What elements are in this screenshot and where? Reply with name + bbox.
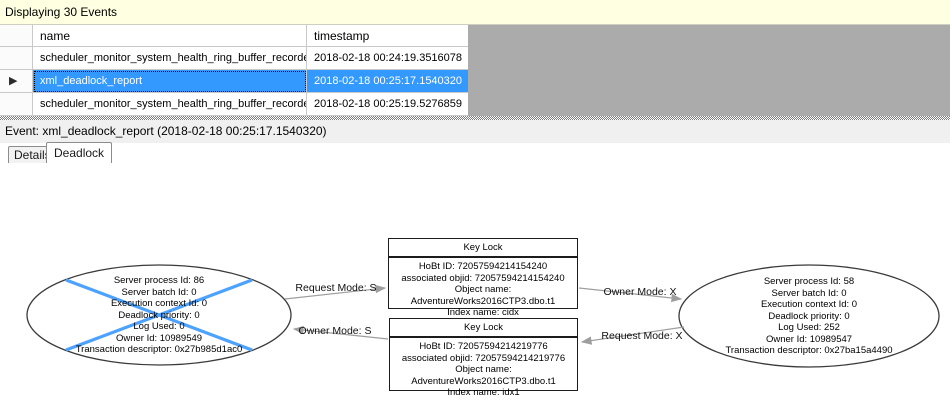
edge-owner-x <box>578 287 683 303</box>
cell-timestamp[interactable]: 2018-02-18 00:25:17.1540320 <box>307 70 468 93</box>
grid-corner-cell <box>0 25 33 47</box>
top-keylock-node[interactable]: Key Lock HoBt ID: 72057594214154240 asso… <box>388 238 578 318</box>
process-attr: Transaction descriptor: 0x27b985d1ac0 <box>75 344 243 355</box>
process-attr: Log Used: 0 <box>133 321 185 332</box>
keylock-attr: Index name: cidx <box>447 307 519 318</box>
bottom-keylock-node[interactable]: Key Lock HoBt ID: 72057594214219776 asso… <box>389 318 578 398</box>
edge-owner-s <box>292 325 389 340</box>
events-count-bar: Displaying 30 Events <box>0 0 950 25</box>
process-attr: Deadlock priority: 0 <box>768 310 850 322</box>
keylock-attr: HoBt ID: 72057594214219776 <box>419 341 548 352</box>
cell-timestamp[interactable]: 2018-02-18 00:25:19.5276859 <box>307 93 468 116</box>
detail-tabstrip: Details Deadlock <box>0 142 950 163</box>
event-detail-bar: Event: xml_deadlock_report (2018-02-18 0… <box>0 120 950 143</box>
keylock-attr: associated objid: 72057594214154240 <box>401 272 565 284</box>
deadlock-graph-canvas <box>26 264 940 368</box>
process-attr: Execution context Id: 0 <box>760 299 858 310</box>
right-process-node[interactable]: Server process Id: 58 Server batch Id: 0… <box>679 276 939 357</box>
edge-request-x <box>580 326 685 345</box>
current-row-marker-icon: ▶ <box>9 75 18 87</box>
cell-name[interactable]: scheduler_monitor_system_health_ring_buf… <box>33 47 307 70</box>
edge-label-request-x: Request Mode: X <box>601 330 683 342</box>
deadlock-graph-pane: Server process Id: 86 Server batch Id: 0… <box>0 163 950 400</box>
process-attr: Execution context Id: 0 <box>110 298 208 309</box>
process-attr: Owner Id: 10989549 <box>115 332 203 344</box>
process-attr: Server process Id: 58 <box>763 276 855 287</box>
row-header-cell[interactable]: ▶ <box>0 70 33 93</box>
right-process-ellipse[interactable] <box>678 264 940 368</box>
process-attr: Server batch Id: 0 <box>121 286 197 298</box>
table-row[interactable]: scheduler_monitor_system_health_ring_buf… <box>0 93 468 116</box>
keylock-attr: HoBt ID: 72057594214154240 <box>418 261 548 272</box>
edge-label-request-s: Request Mode: S <box>295 282 377 294</box>
row-header-cell[interactable] <box>0 47 33 70</box>
process-attr: Transaction descriptor: 0x27ba15a4490 <box>725 345 893 356</box>
process-attr: Deadlock priority: 0 <box>118 309 200 321</box>
victim-cross-line <box>65 278 253 352</box>
column-header-timestamp[interactable]: timestamp <box>307 25 468 47</box>
table-row-selected[interactable]: ▶ xml_deadlock_report 2018-02-18 00:25:1… <box>0 70 468 93</box>
cell-name[interactable]: xml_deadlock_report <box>33 70 307 93</box>
process-attr: Log Used: 252 <box>778 322 840 333</box>
events-grid-backing: name timestamp scheduler_monitor_system_… <box>0 25 950 116</box>
process-attr: Owner Id: 10989547 <box>765 333 853 345</box>
left-process-node[interactable]: Server process Id: 86 Server batch Id: 0… <box>39 275 279 356</box>
keylock-attr: Object name: AdventureWorks2016CTP3.dbo.… <box>410 284 556 307</box>
keylock-title: Key Lock <box>390 319 577 338</box>
cell-name[interactable]: scheduler_monitor_system_health_ring_buf… <box>33 93 307 116</box>
row-header-cell[interactable] <box>0 93 33 116</box>
pane-splitter[interactable] <box>0 116 950 120</box>
events-grid: name timestamp scheduler_monitor_system_… <box>0 25 468 116</box>
keylock-attr: associated objid: 72057594214219776 <box>401 352 566 364</box>
column-header-name[interactable]: name <box>33 25 307 47</box>
keylock-attr: Index name: idx1 <box>447 387 520 398</box>
edge-request-s <box>284 284 387 300</box>
table-row[interactable]: scheduler_monitor_system_health_ring_buf… <box>0 47 468 70</box>
grid-header-row: name timestamp <box>0 25 468 47</box>
edge-label-owner-s: Owner Mode: S <box>298 325 372 337</box>
cell-timestamp[interactable]: 2018-02-18 00:24:19.3516078 <box>307 47 468 70</box>
process-attr: Server batch Id: 0 <box>771 287 847 299</box>
keylock-attr: Object name: AdventureWorks2016CTP3.dbo.… <box>411 364 556 387</box>
edge-label-owner-x: Owner Mode: X <box>603 286 677 298</box>
tab-deadlock[interactable]: Deadlock <box>46 142 113 163</box>
keylock-title: Key Lock <box>389 239 577 258</box>
tab-details[interactable]: Details <box>8 146 57 163</box>
process-attr: Server process Id: 86 <box>113 275 205 286</box>
